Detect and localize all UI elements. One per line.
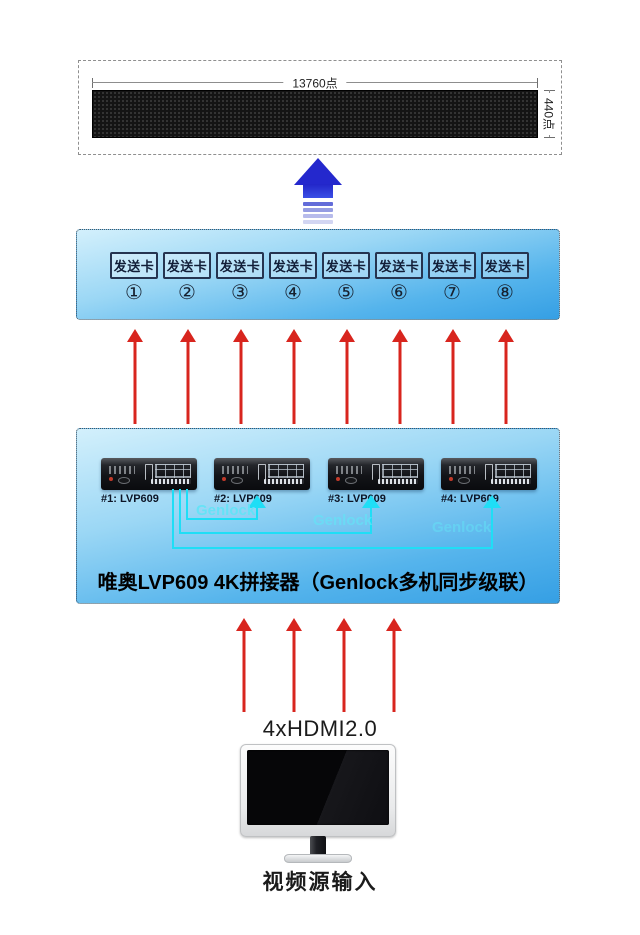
- width-dimension-label: 13760点: [283, 74, 347, 92]
- genlock-line: [370, 507, 372, 534]
- power-led: [222, 477, 226, 481]
- sending-card: 发送卡: [110, 252, 158, 279]
- video-source-label: 视频源输入: [262, 871, 378, 894]
- sending-cards-box: 发送卡 发送卡 发送卡 发送卡 发送卡 发送卡 发送卡 发送卡 ① ② ③ ④ …: [76, 229, 560, 320]
- red-up-arrow-icon: [339, 329, 355, 424]
- red-up-arrow-icon: [445, 329, 461, 424]
- arrow-body: [303, 184, 333, 198]
- lvp609-device: [441, 458, 537, 490]
- sending-card-label: 发送卡: [325, 259, 367, 274]
- lvp609-device: [101, 458, 197, 490]
- genlock-line: [256, 507, 258, 520]
- power-led: [336, 477, 340, 481]
- sending-card: 发送卡: [163, 252, 211, 279]
- sending-card-label: 发送卡: [219, 259, 261, 274]
- sending-card-label: 发送卡: [166, 259, 208, 274]
- sending-card: 发送卡: [375, 252, 423, 279]
- arrow-head: [294, 158, 342, 185]
- output-ports: [268, 464, 304, 478]
- genlock-line: [172, 547, 493, 549]
- card-number: ③: [231, 282, 249, 304]
- knob: [118, 477, 130, 484]
- red-up-arrow-icon: [233, 329, 249, 424]
- knob: [458, 477, 470, 484]
- red-up-arrow-icon: [180, 329, 196, 424]
- big-up-arrow-icon: [294, 158, 342, 224]
- monitor-bezel: [240, 744, 396, 837]
- output-ports: [155, 464, 191, 478]
- genlock-arrow-icon: [248, 495, 266, 508]
- processor-box-title: 唯奥LVP609 4K拼接器（Genlock多机同步级联）: [97, 572, 539, 594]
- arrows-source-to-processor: [0, 618, 640, 712]
- height-dimension-label: 440点: [540, 92, 558, 136]
- output-ports: [382, 464, 418, 478]
- hdmi-input-label: 4xHDMI2.0: [262, 716, 378, 741]
- sending-card: 发送卡: [428, 252, 476, 279]
- knob: [231, 477, 243, 484]
- genlock-line: [179, 489, 181, 534]
- monitor-stand-neck: [310, 836, 326, 856]
- device-label: #1: LVP609: [101, 493, 159, 505]
- connector-strip: [491, 479, 531, 484]
- genlock-line: [179, 532, 372, 534]
- card-number: ②: [178, 282, 196, 304]
- power-led: [449, 477, 453, 481]
- connector-strip: [151, 479, 191, 484]
- genlock-line: [491, 507, 493, 549]
- genlock-line: [172, 489, 174, 549]
- knob: [345, 477, 357, 484]
- genlock-arrow-icon: [483, 495, 501, 508]
- led-screen: [92, 90, 538, 138]
- red-up-arrow-icon: [498, 329, 514, 424]
- red-up-arrow-icon: [336, 618, 352, 712]
- sending-card-label: 发送卡: [113, 259, 155, 274]
- red-up-arrow-icon: [392, 329, 408, 424]
- genlock-label: Genlock: [313, 512, 373, 529]
- sending-card: 发送卡: [481, 252, 529, 279]
- arrows-processor-to-cards: [0, 329, 640, 424]
- monitor-screen: [247, 750, 389, 825]
- red-up-arrow-icon: [286, 618, 302, 712]
- output-ports: [495, 464, 531, 478]
- card-number: ⑤: [337, 282, 355, 304]
- sending-card-label: 发送卡: [378, 259, 420, 274]
- sending-card-label: 发送卡: [484, 259, 526, 274]
- video-source-monitor: [240, 744, 396, 864]
- sending-card-label: 发送卡: [431, 259, 473, 274]
- processor-box: #1: LVP609 #2: LVP609 #3: LVP609 #4: LVP…: [76, 428, 560, 604]
- card-number: ④: [284, 282, 302, 304]
- card-number: ⑥: [390, 282, 408, 304]
- power-led: [109, 477, 113, 481]
- sending-card: 发送卡: [216, 252, 264, 279]
- sending-card: 发送卡: [322, 252, 370, 279]
- card-number: ⑧: [496, 282, 514, 304]
- sending-card-label: 发送卡: [272, 259, 314, 274]
- genlock-line: [186, 518, 258, 520]
- red-up-arrow-icon: [236, 618, 252, 712]
- card-number: ⑦: [443, 282, 461, 304]
- sending-card: 发送卡: [269, 252, 317, 279]
- width-dimension-line: 13760点: [92, 74, 538, 92]
- led-display-outline: 13760点 440点: [78, 60, 562, 155]
- genlock-label: Genlock: [432, 519, 492, 536]
- monitor-stand-base: [284, 854, 352, 863]
- card-number: ①: [125, 282, 143, 304]
- genlock-label: Genlock: [196, 502, 256, 519]
- genlock-line: [186, 489, 188, 520]
- lvp609-device: [214, 458, 310, 490]
- connector-strip: [378, 479, 418, 484]
- red-up-arrow-icon: [127, 329, 143, 424]
- connector-strip: [264, 479, 304, 484]
- red-up-arrow-icon: [386, 618, 402, 712]
- red-up-arrow-icon: [286, 329, 302, 424]
- lvp609-device: [328, 458, 424, 490]
- genlock-arrow-icon: [362, 495, 380, 508]
- height-dimension-line: 440点: [540, 90, 558, 138]
